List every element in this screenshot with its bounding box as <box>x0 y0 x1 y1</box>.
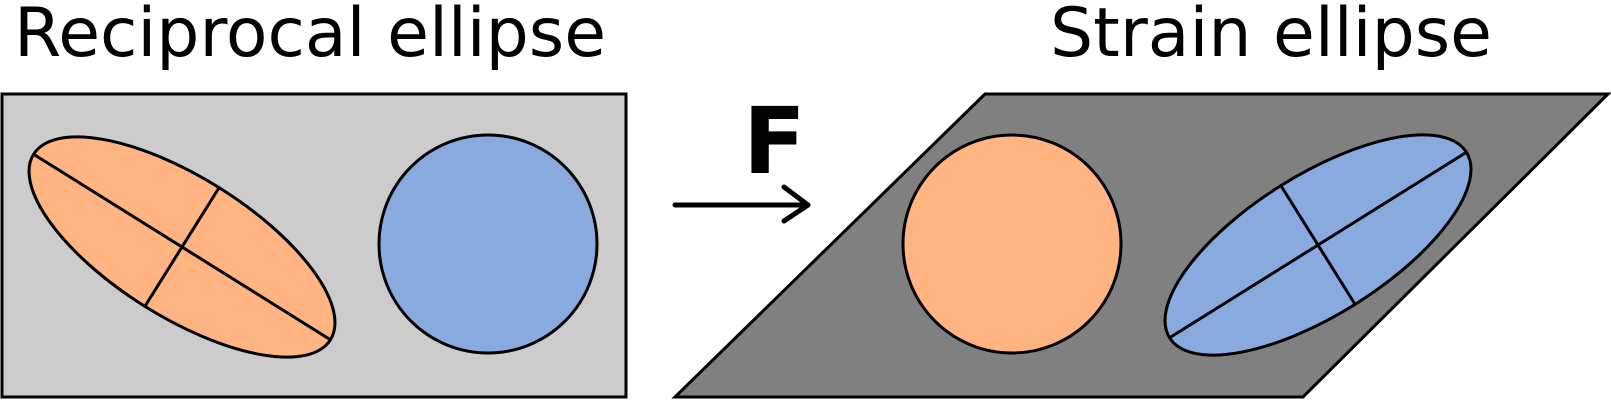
reciprocal-ellipse <box>27 135 337 359</box>
reciprocal-ellipse-title: Reciprocal ellipse <box>14 0 607 73</box>
reciprocal-minor-axis <box>143 186 221 308</box>
strain-ellipse-title: Strain ellipse <box>1050 0 1492 73</box>
strain-ellipse <box>1163 133 1473 357</box>
deformed-circle <box>901 133 1123 355</box>
deformation-label: F <box>743 88 806 195</box>
undeformed-circle <box>377 133 599 355</box>
deformed-panel <box>671 92 1611 399</box>
strain-minor-axis <box>1279 184 1357 306</box>
deformation-arrow-head <box>781 184 811 224</box>
